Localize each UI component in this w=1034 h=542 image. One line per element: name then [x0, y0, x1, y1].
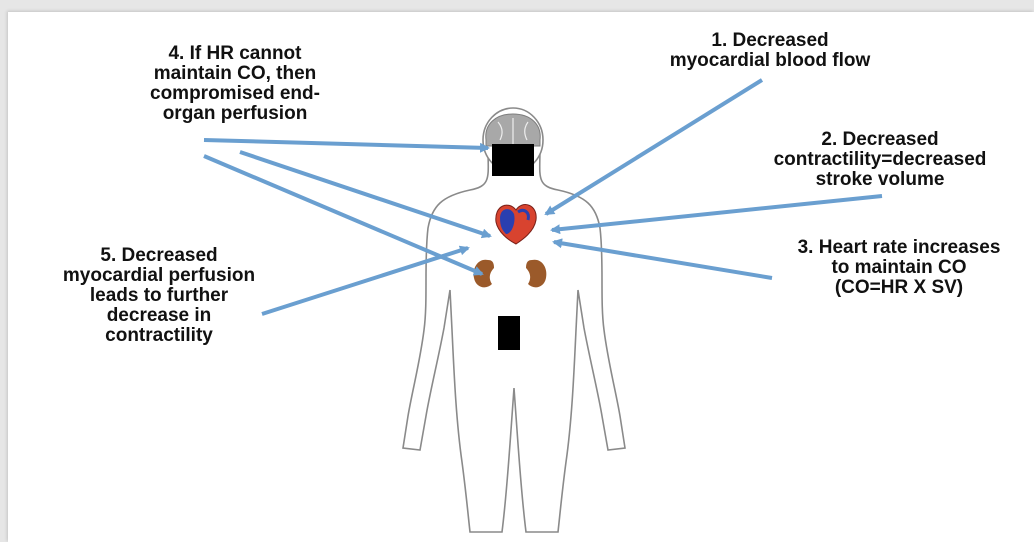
- label-perfusion: 5. Decreased myocardial perfusion leads …: [24, 246, 294, 346]
- label-decreased-blood-flow: 1. Decreased myocardial blood flow: [650, 31, 890, 71]
- label-end-organ: 4. If HR cannot maintain CO, then compro…: [100, 44, 370, 124]
- label-decreased-contractility: 2. Decreased contractility=decreased str…: [735, 130, 1025, 190]
- pelvis-redaction: [498, 316, 520, 350]
- label-heart-rate: 3. Heart rate increases to maintain CO (…: [770, 238, 1028, 298]
- arrow-4a: [204, 140, 488, 148]
- arrow-1: [546, 80, 762, 214]
- face-redaction: [492, 144, 534, 176]
- arrow-2: [552, 196, 882, 230]
